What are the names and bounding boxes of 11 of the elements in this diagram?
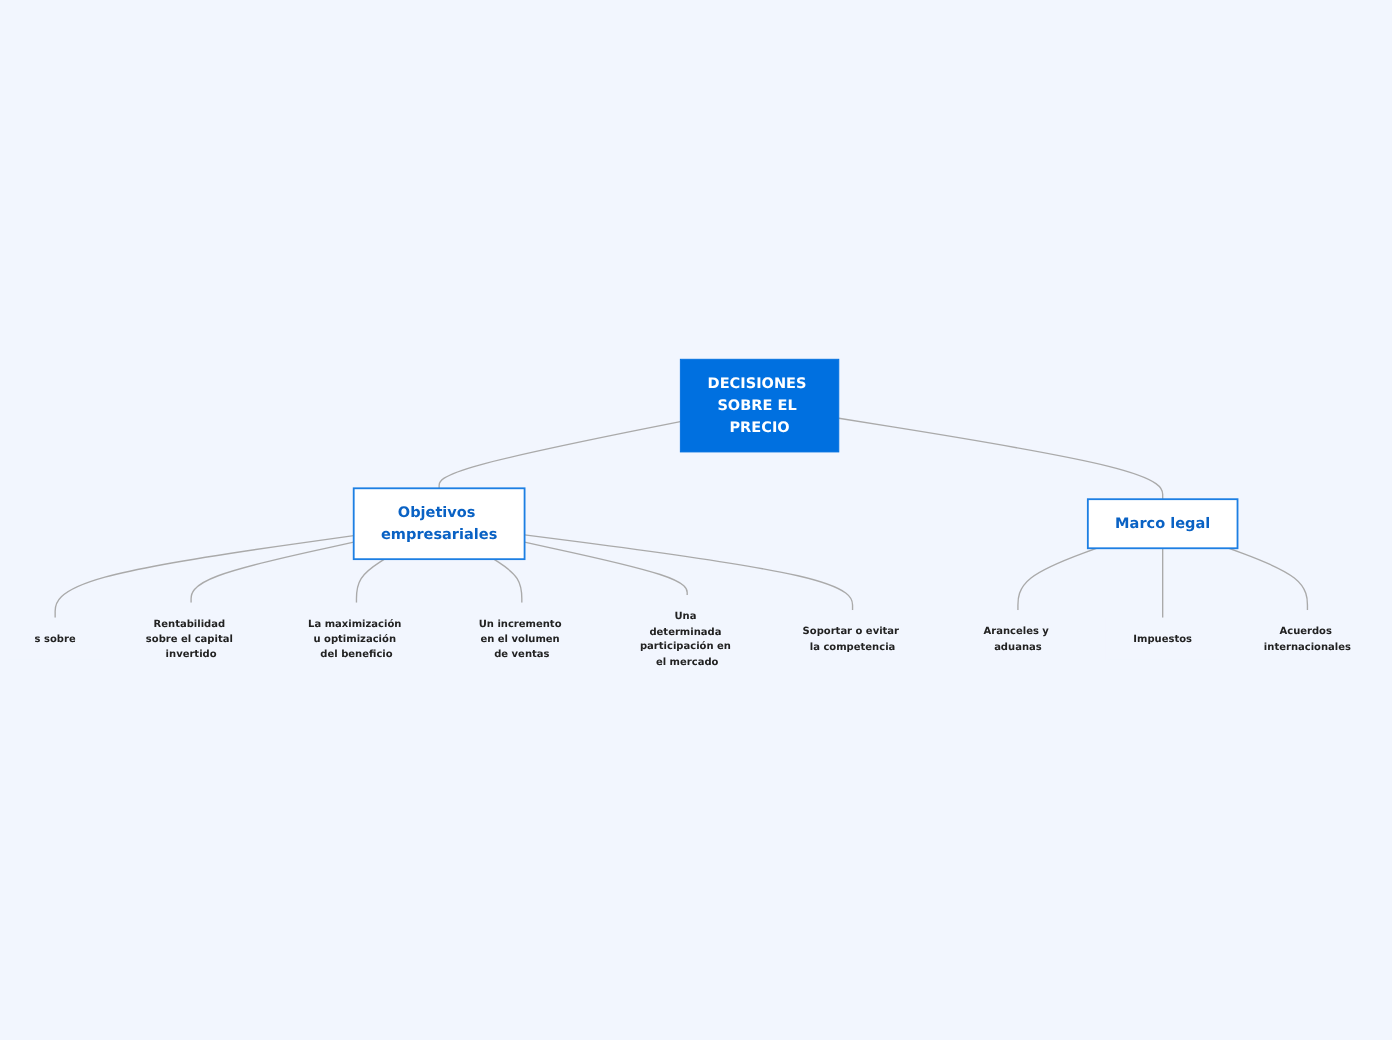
connector xyxy=(355,557,386,603)
connector xyxy=(1017,546,1098,611)
connector xyxy=(838,416,1164,499)
connector xyxy=(190,540,355,603)
connector xyxy=(523,533,854,611)
connector xyxy=(493,557,523,603)
connector xyxy=(523,540,688,596)
connector xyxy=(1162,546,1164,618)
connector xyxy=(54,533,355,618)
connector xyxy=(438,419,681,488)
connector xyxy=(1228,546,1309,611)
